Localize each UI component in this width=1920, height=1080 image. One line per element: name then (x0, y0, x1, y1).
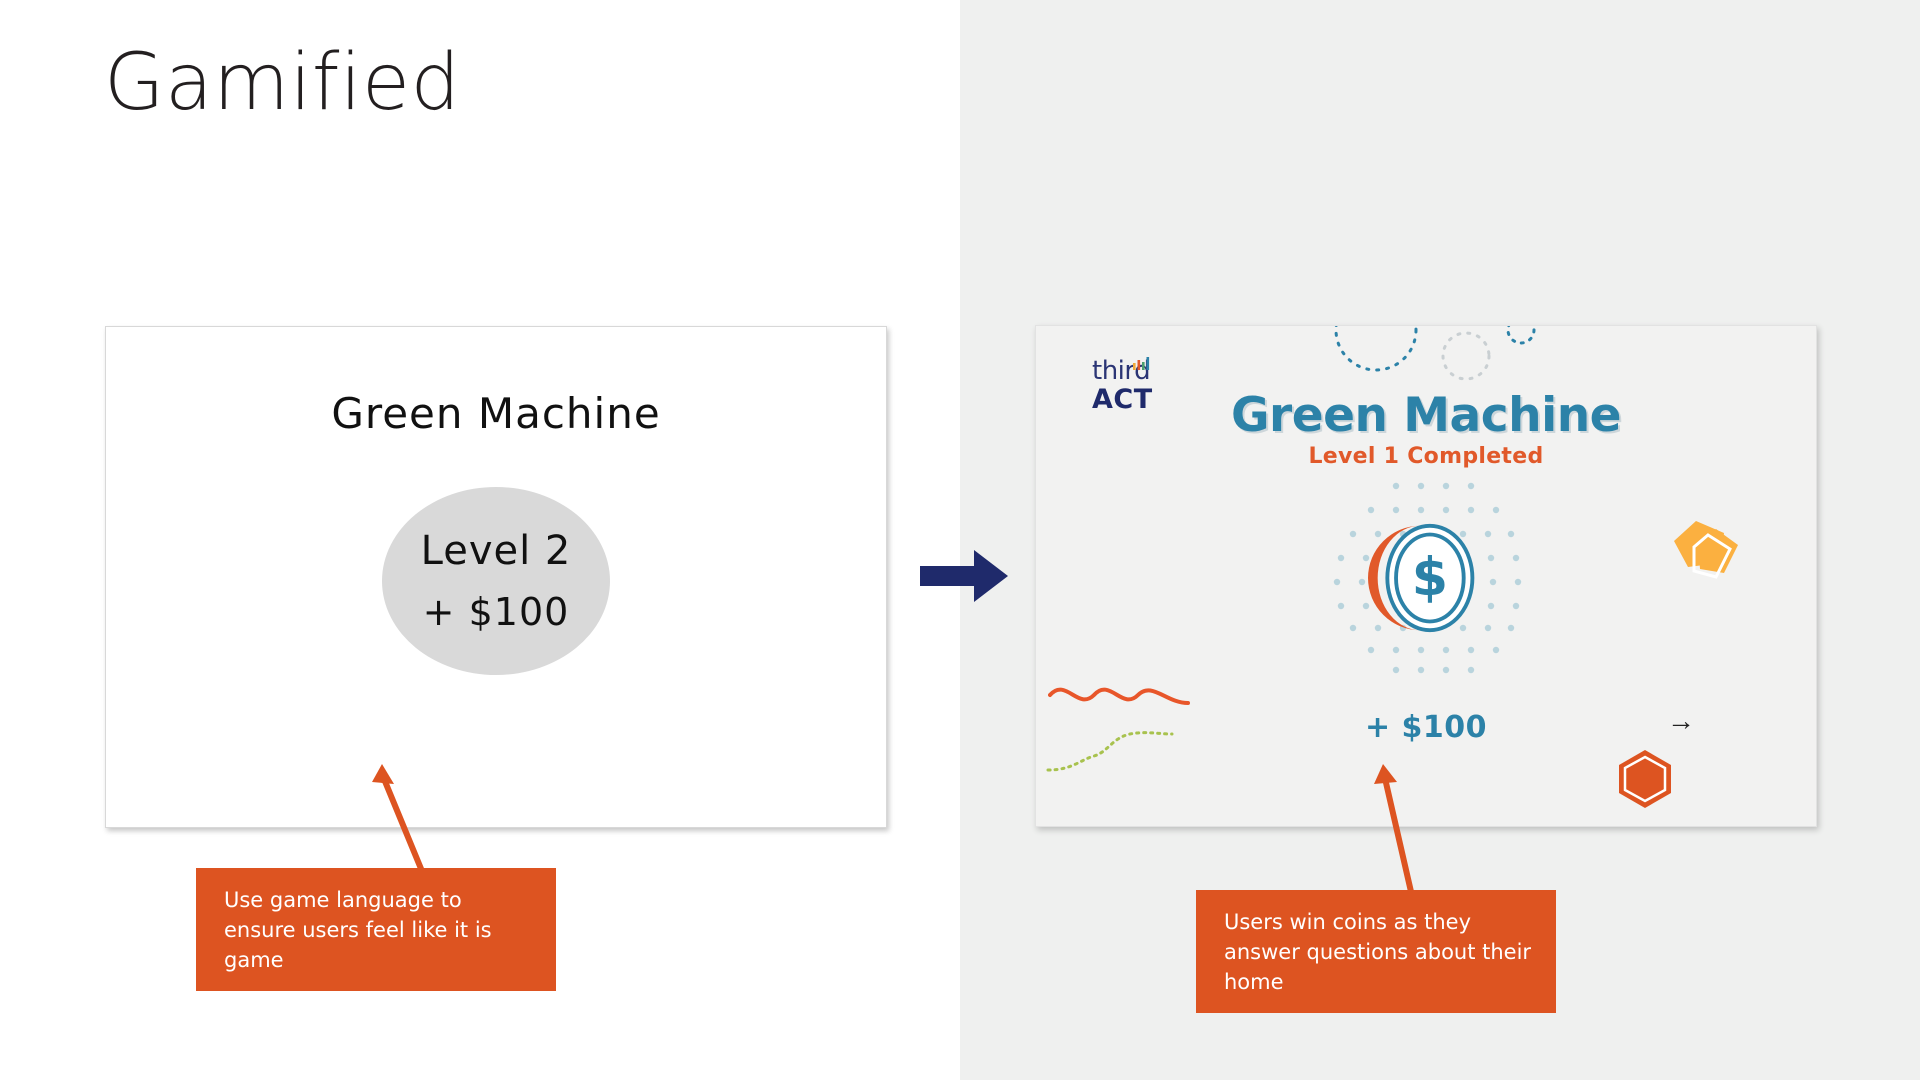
brand-logo: third ACT (1092, 356, 1176, 420)
callout-arrow-right-icon (1374, 764, 1415, 899)
brand-logo-third-text: third (1092, 356, 1151, 386)
dot-grid-decoration-icon (1333, 482, 1522, 674)
right-mockup-card: third ACT Green Machine Level 1 Complete… (1035, 325, 1817, 827)
next-arrow-button[interactable]: → (1667, 705, 1695, 736)
left-card-title: Green Machine (331, 389, 661, 438)
app-title: Green Machine (1230, 388, 1622, 443)
coin-reward-area: $ (1311, 478, 1541, 678)
hexagon-decoration-icon (1619, 750, 1671, 808)
wave-decoration-icon (1048, 687, 1190, 705)
transition-right-arrow-icon (920, 550, 1008, 602)
callout-left: Use game language to ensure users feel l… (196, 868, 556, 991)
app-subtitle: Level 1 Completed (1308, 444, 1544, 469)
dotted-circles-decoration-icon (1334, 326, 1536, 381)
logo-bars-icon (1133, 357, 1150, 370)
level-bubble: Level 2 + $100 (382, 487, 610, 675)
page-title: Gamified (104, 38, 461, 128)
dollar-coin-icon: $ (1368, 523, 1475, 633)
brand-logo-act-text: ACT (1092, 384, 1153, 415)
dotted-line-decoration-icon (1046, 731, 1174, 772)
callout-right: Users win coins as they answer questions… (1196, 890, 1556, 1013)
pentagons-decoration-icon (1674, 521, 1738, 579)
svg-text:$: $ (1412, 548, 1448, 608)
reward-amount-label: + $100 (1364, 710, 1488, 745)
callout-arrow-left-icon (372, 764, 427, 879)
level-bubble-reward-label: + $100 (422, 590, 570, 634)
level-bubble-level-label: Level 2 (420, 528, 572, 574)
left-mockup-card: Green Machine Level 2 + $100 (105, 326, 887, 828)
